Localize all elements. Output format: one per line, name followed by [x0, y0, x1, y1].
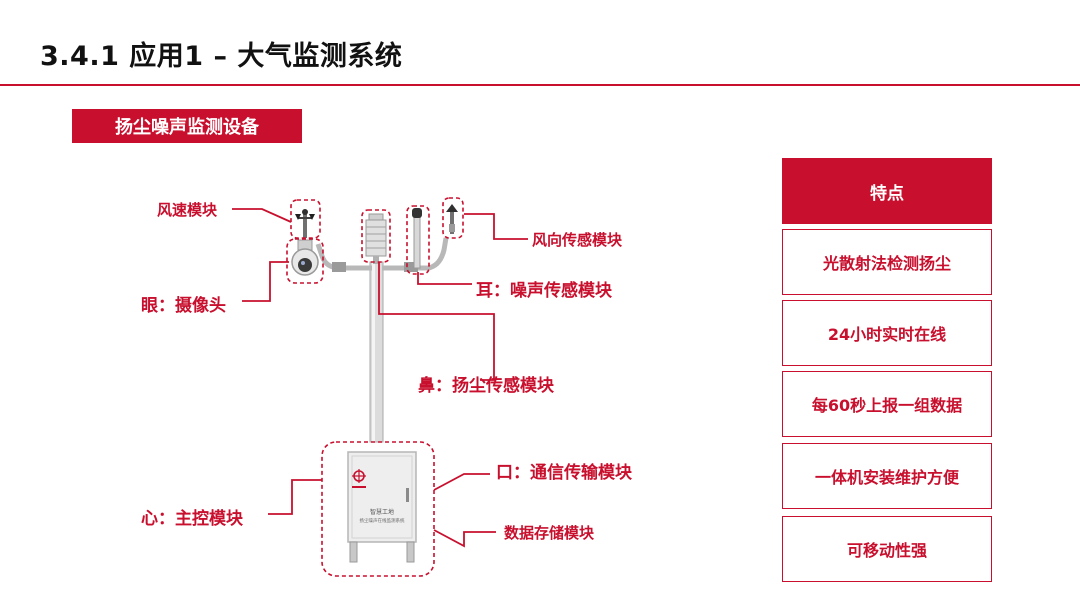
feature-item: 可移动性强	[782, 516, 992, 582]
section-tag: 扬尘噪声监测设备	[72, 109, 302, 143]
main-control-label: 心：主控模块	[141, 509, 243, 529]
storage-label: 数据存储模块	[504, 524, 595, 542]
main-control-leader	[268, 479, 322, 515]
storage-leader	[433, 529, 496, 548]
wind-speed-highlight	[290, 199, 321, 239]
features-header: 特点	[782, 158, 992, 224]
wind-speed-label: 风速模块	[157, 201, 218, 219]
noise-sensor-device	[412, 208, 422, 269]
dust-sensor-device	[365, 213, 387, 264]
camera-label: 眼：摄像头	[141, 296, 226, 316]
page-title: 3.4.1 应用1 – 大气监测系统	[40, 41, 403, 72]
wind-direction-leader	[464, 213, 528, 240]
wind-speed-leader	[232, 208, 292, 223]
right-crossbar	[382, 237, 449, 272]
communication-label: 口：通信传输模块	[496, 463, 632, 483]
noise-leader	[417, 272, 472, 285]
control-cabinet: 智慧工地 扬尘噪声在线监测系统	[347, 451, 417, 563]
title-divider	[0, 84, 1080, 86]
feature-item: 每60秒上报一组数据	[782, 371, 992, 437]
wind-direction-label: 风向传感模块	[532, 231, 623, 249]
communication-leader	[433, 473, 490, 491]
wind-direction-device	[446, 204, 458, 234]
dust-label: 鼻：扬尘传感模块	[418, 376, 554, 396]
feature-item: 一体机安装维护方便	[782, 443, 992, 509]
dust-sensor-highlight	[361, 209, 391, 263]
cabinet-name: 智慧工地	[370, 508, 394, 516]
camera-highlight	[286, 238, 324, 284]
feature-item: 24小时实时在线	[782, 300, 992, 366]
camera-leader	[242, 261, 289, 302]
left-crossbar	[315, 243, 372, 272]
noise-label: 耳：噪声传感模块	[476, 281, 612, 301]
dust-leader	[378, 262, 495, 381]
device-pole	[369, 261, 384, 443]
wind-speed-sensor	[295, 209, 315, 238]
cabinet-highlight	[321, 441, 435, 577]
feature-item: 光散射法检测扬尘	[782, 229, 992, 295]
wind-direction-highlight	[442, 197, 464, 239]
cabinet-subtitle: 扬尘噪声在线监测系统	[360, 517, 405, 524]
camera-device	[291, 239, 319, 276]
